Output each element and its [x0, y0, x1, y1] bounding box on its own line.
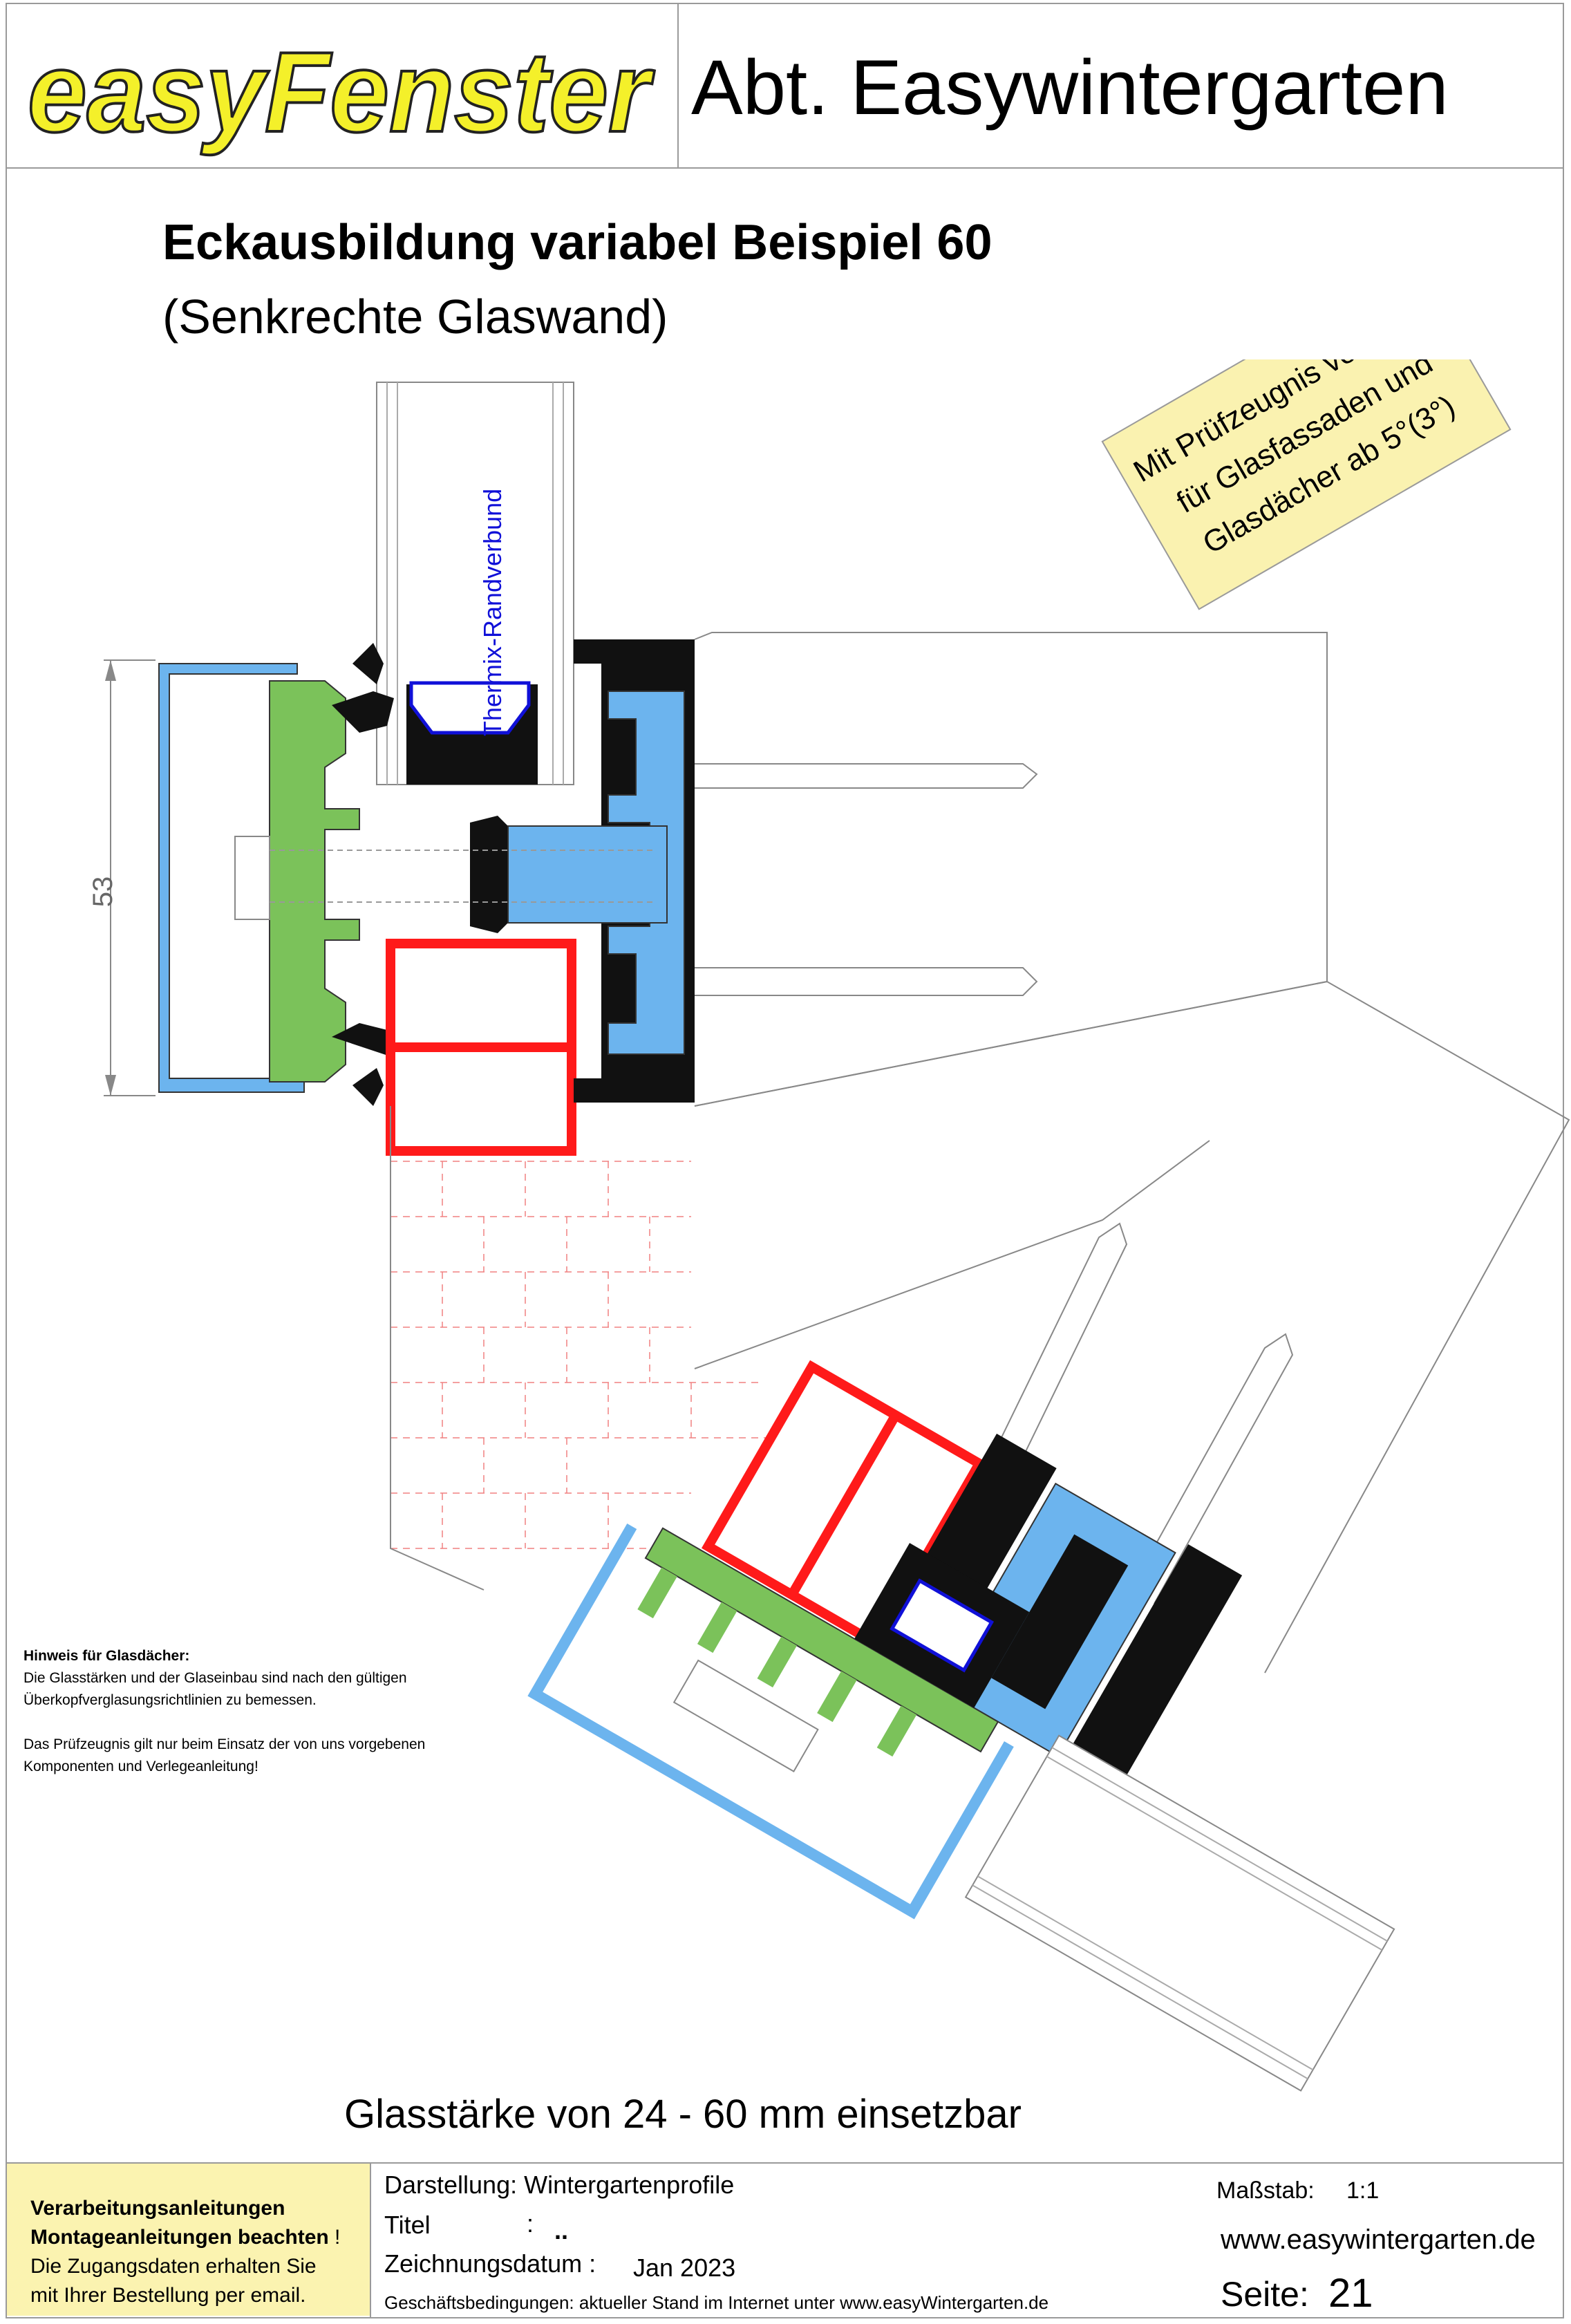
- dimension-53: [104, 659, 156, 1096]
- dimension-label: 53: [88, 877, 118, 908]
- profile-section-drawing: Mit Prüfzeugnis vom PfB für Glasfassaden…: [88, 359, 1570, 2092]
- spacer-label: Thermix-Randverbund: [478, 489, 507, 736]
- glass-thickness-note: Glasstärke von 24 - 60 mm einsetzbar: [344, 2092, 1022, 2137]
- upper-profile-assembly: [158, 639, 695, 1156]
- instructions-line-3: Die Zugangsdaten erhalten Sie: [30, 2255, 317, 2278]
- instructions-line-4: mit Ihrer Bestellung per email.: [30, 2284, 306, 2307]
- drawing-subtitle: (Senkrechte Glaswand): [162, 290, 668, 344]
- titel-label: Titel: [384, 2211, 431, 2239]
- titel-separator: :: [527, 2209, 534, 2238]
- scale-value: 1:1: [1346, 2177, 1380, 2204]
- easyfenster-logo: easyFenster: [26, 28, 656, 157]
- note-line-4: Komponenten und Verlegeanleitung!: [23, 1759, 258, 1774]
- sheet-frame: [6, 3, 1564, 2318]
- note-line-2: Überkopfverglasungsrichtlinien zu bemess…: [23, 1692, 317, 1708]
- note-heading: Hinweis für Glasdächer: [23, 1648, 185, 1664]
- footer-column-divider-left: [370, 2162, 371, 2317]
- corner-bracket-outline: [694, 632, 1570, 1674]
- scale-label: Maßstab:: [1216, 2177, 1315, 2204]
- datum-value: Jan 2023: [633, 2253, 736, 2282]
- header-divider: [6, 167, 1564, 169]
- masonry-edge: [390, 1106, 485, 1591]
- instructions-box: Verarbeitungsanleitungen Montageanleitun…: [7, 2164, 370, 2316]
- department-title: Abt. Easywintergarten: [691, 44, 1449, 131]
- logo-text: easyFenster: [28, 28, 655, 156]
- thermix-spacer: [409, 681, 531, 735]
- vertical-glass-pane: [376, 382, 574, 785]
- glass-roof-note: Hinweis für Glasdächer: Die Glasstärken …: [23, 1645, 549, 1778]
- certification-stamp: Mit Prüfzeugnis vom PfB für Glasfassaden…: [1101, 359, 1512, 610]
- instructions-line-2: Montageanleitungen beachten !: [30, 2226, 341, 2249]
- header-column-divider: [677, 3, 679, 169]
- darstellung-field: Darstellung: Wintergartenprofile: [384, 2171, 735, 2199]
- terms-text: Geschäftsbedingungen: aktueller Stand im…: [384, 2292, 1049, 2313]
- instructions-line-1: Verarbeitungsanleitungen: [30, 2197, 285, 2220]
- note-line-3: Das Prüfzeugnis gilt nur beim Einsatz de…: [23, 1736, 426, 1752]
- titel-value: ..: [554, 2216, 569, 2245]
- website: www.easywintergarten.de: [1221, 2224, 1536, 2255]
- note-line-1: Die Glasstärken und der Glaseinbau sind …: [23, 1670, 407, 1686]
- drawing-title: Eckausbildung variabel Beispiel 60: [162, 215, 993, 270]
- roof-glass-pane: [964, 1734, 1395, 2092]
- page-number: 21: [1328, 2271, 1373, 2316]
- page-label: Seite:: [1221, 2275, 1309, 2314]
- masonry-hatch: [391, 1161, 795, 1549]
- datum-label: Zeichnungsdatum :: [384, 2249, 596, 2278]
- footer-divider: [6, 2162, 1564, 2164]
